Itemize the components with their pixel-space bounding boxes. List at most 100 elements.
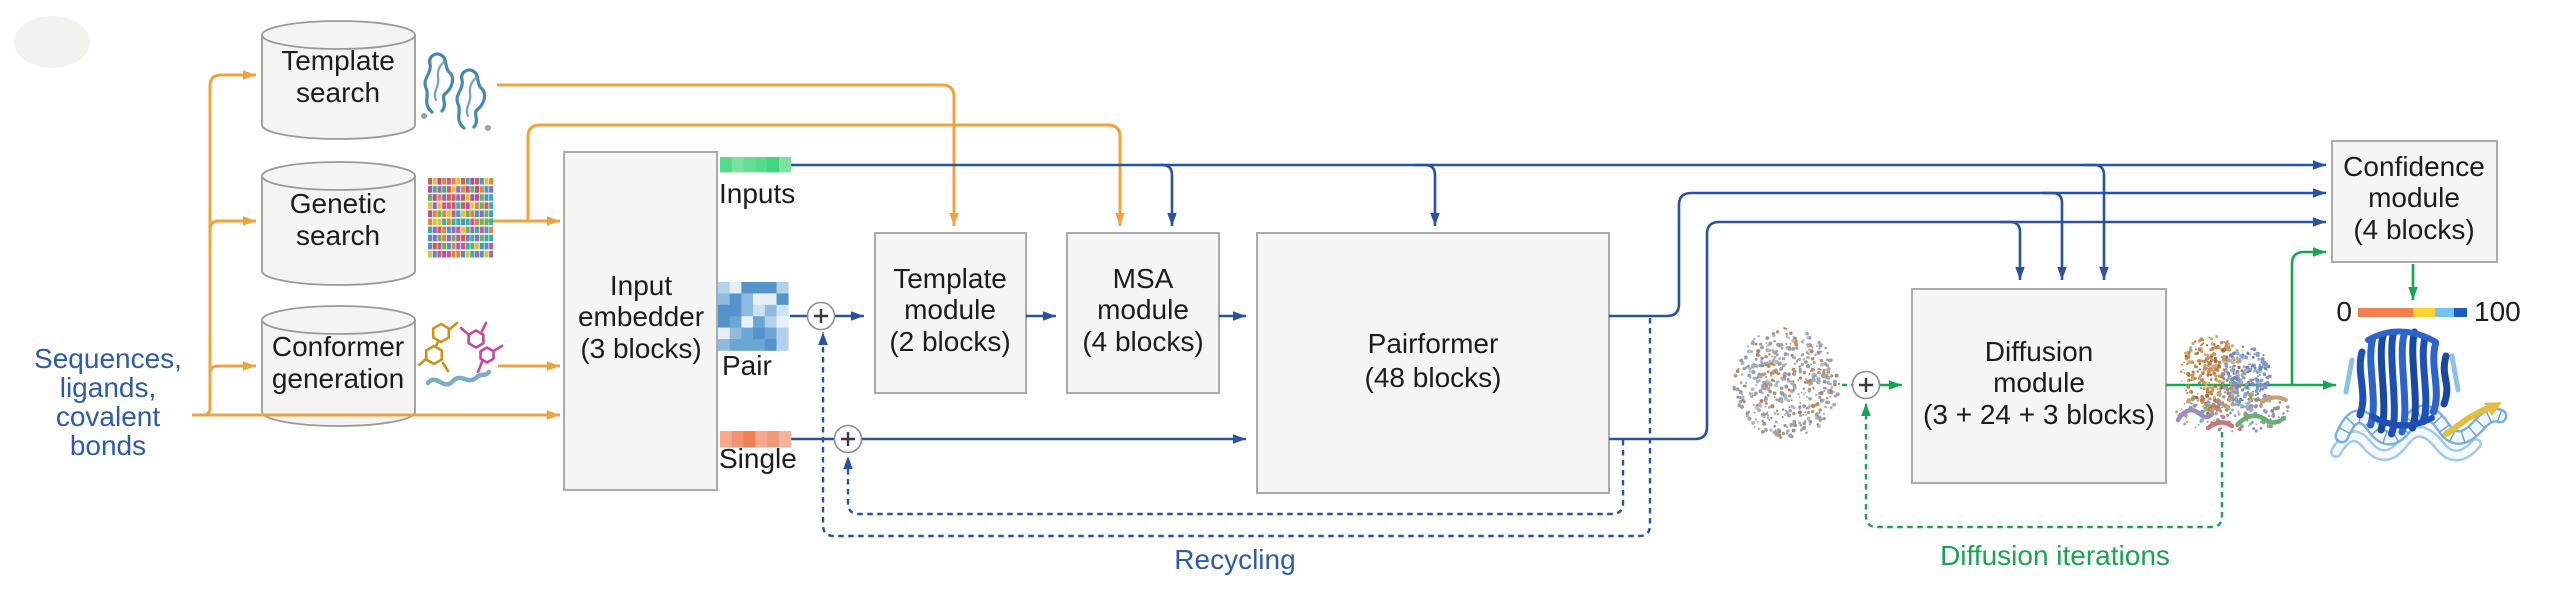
pair-add-node — [806, 301, 836, 331]
structure-to-confidence-arrow — [2290, 247, 2326, 385]
msa-module-box — [1066, 232, 1220, 394]
arrowhead — [2408, 287, 2418, 300]
trunk-to-genetic-search-arrow — [208, 216, 256, 238]
flow-arrows — [192, 70, 2418, 538]
diffusion-module-label-line3: (3 + 24 + 3 blocks) — [1923, 399, 2155, 430]
template-structures-icon — [421, 52, 491, 131]
template-search-label-line1: Template — [281, 45, 395, 76]
arrowhead — [1430, 213, 1440, 226]
arrowhead — [2313, 247, 2326, 257]
template-module-label-line1: Template — [893, 263, 1007, 294]
text-labels: Sequences, ligands, covalent bonds Templ… — [34, 45, 2485, 575]
arrowhead — [243, 216, 256, 226]
confidence-module-box — [2331, 140, 2498, 263]
template-module-label-line3: (2 blocks) — [889, 326, 1010, 357]
input-embedder-box — [563, 151, 718, 491]
genetic-search-to-embedder-arrow — [486, 216, 560, 226]
diffusion-add-node — [1851, 370, 1881, 400]
arrowhead — [851, 311, 864, 321]
pair-representation-label: Pair — [722, 350, 772, 381]
trunk-to-template-search-arrow — [196, 70, 256, 417]
scale-segment-mid — [2413, 308, 2435, 317]
msa-module-label-line1: MSA — [1113, 263, 1174, 294]
structure-speckles — [1732, 327, 2290, 439]
module-boxes — [261, 20, 2498, 494]
single-to-pairformer-arrow — [862, 434, 1246, 444]
scale-segment-max — [2454, 308, 2467, 317]
input-embedder-label-line1: Input — [610, 270, 672, 301]
noisy-coordinates-cloud — [1732, 327, 1841, 439]
template-search-label-line2: search — [296, 77, 380, 108]
arrowhead — [1889, 380, 1902, 390]
pair-to-confidence-line — [1609, 188, 2326, 318]
pair-to-diffusion-branch — [2042, 191, 2067, 280]
confidence-module-label-line3: (4 blocks) — [2353, 214, 2474, 245]
pair-representation-matrix — [718, 282, 789, 351]
arrowhead — [949, 213, 959, 226]
trunk-to-conformer-arrow — [208, 361, 256, 382]
template-module-label-line2: module — [904, 294, 996, 325]
diffusion-module-label-line1: Diffusion — [1985, 336, 2093, 367]
genetic-search-label-line2: search — [296, 220, 380, 251]
diffusion-iterations-label: Diffusion iterations — [1940, 540, 2170, 571]
single-representation-bar — [720, 431, 792, 448]
arrowhead — [818, 332, 828, 345]
single-representation-label: Single — [719, 443, 797, 474]
background-smudge — [14, 16, 90, 68]
arrowhead — [1115, 213, 1125, 226]
genetic-search-to-msa-module-arrow — [526, 123, 1125, 226]
msa-alignment-icon — [428, 178, 494, 258]
input-label-line3: covalent — [56, 401, 161, 432]
arrowhead — [1233, 434, 1246, 444]
inputs-to-pairformer-branch — [1415, 163, 1440, 226]
recycling-pair-loop — [818, 318, 1652, 538]
single-add-node — [833, 424, 863, 454]
scale-segment-low — [2358, 308, 2413, 317]
arrowhead — [547, 410, 560, 420]
conformer-generation-label-line1: Conformer — [272, 331, 404, 362]
conformer-to-embedder-arrow — [498, 361, 560, 371]
representation-mosaics — [428, 157, 792, 448]
scale-min-label: 0 — [2336, 296, 2352, 327]
arrowhead — [2015, 267, 2025, 280]
single-to-diffusion-branch — [2000, 220, 2025, 280]
confidence-color-scale: 0 100 — [2336, 296, 2520, 327]
inputs-to-msa-module-branch — [1152, 163, 1177, 226]
input-embedder-label-line3: (3 blocks) — [580, 333, 701, 364]
input-embedder-label-line2: embedder — [578, 301, 704, 332]
arrowhead — [1861, 403, 1871, 416]
confidence-to-scale-arrow — [2408, 264, 2418, 300]
genetic-search-label-line1: Genetic — [290, 188, 387, 219]
template-to-msa-arrow — [1026, 311, 1056, 321]
ligand-conformers-icon — [417, 321, 504, 387]
genetic-search-db-body — [261, 176, 416, 286]
inputs-to-diffusion-branch — [2084, 163, 2109, 280]
conformer-generation-db-body — [261, 320, 416, 427]
diffusion-iterations-loop — [1861, 403, 2224, 529]
genetic-search-db-top — [261, 161, 416, 191]
inputs-embedding-bar — [720, 157, 792, 173]
sequences-to-embedder-arrow — [192, 410, 560, 420]
add-to-diffusion-arrow — [1879, 380, 1902, 390]
msa-to-pairformer-arrow — [1219, 311, 1246, 321]
pairformer-box — [1256, 232, 1610, 494]
diffusion-module-label-line2: module — [1993, 367, 2085, 398]
arrowhead — [1043, 311, 1056, 321]
arrowhead — [243, 70, 256, 80]
confidence-module-label-line1: Confidence — [2343, 151, 2485, 182]
confidence-module-label-line2: module — [2368, 182, 2460, 213]
recycling-single-loop — [843, 440, 1625, 516]
template-search-db-body — [261, 35, 416, 140]
scale-max-label: 100 — [2474, 296, 2521, 327]
add-nodes — [806, 301, 1881, 454]
arrowhead — [1167, 213, 1177, 226]
input-label-line4: bonds — [70, 430, 146, 461]
conformer-generation-label-line2: generation — [272, 363, 404, 394]
pairformer-label-line1: Pairformer — [1368, 328, 1499, 359]
arrowhead — [2313, 188, 2326, 198]
predicted-complex-ribbon-strokes — [2175, 395, 2288, 431]
msa-module-label-line2: module — [1097, 294, 1189, 325]
inputs-representation-label: Inputs — [719, 178, 795, 209]
